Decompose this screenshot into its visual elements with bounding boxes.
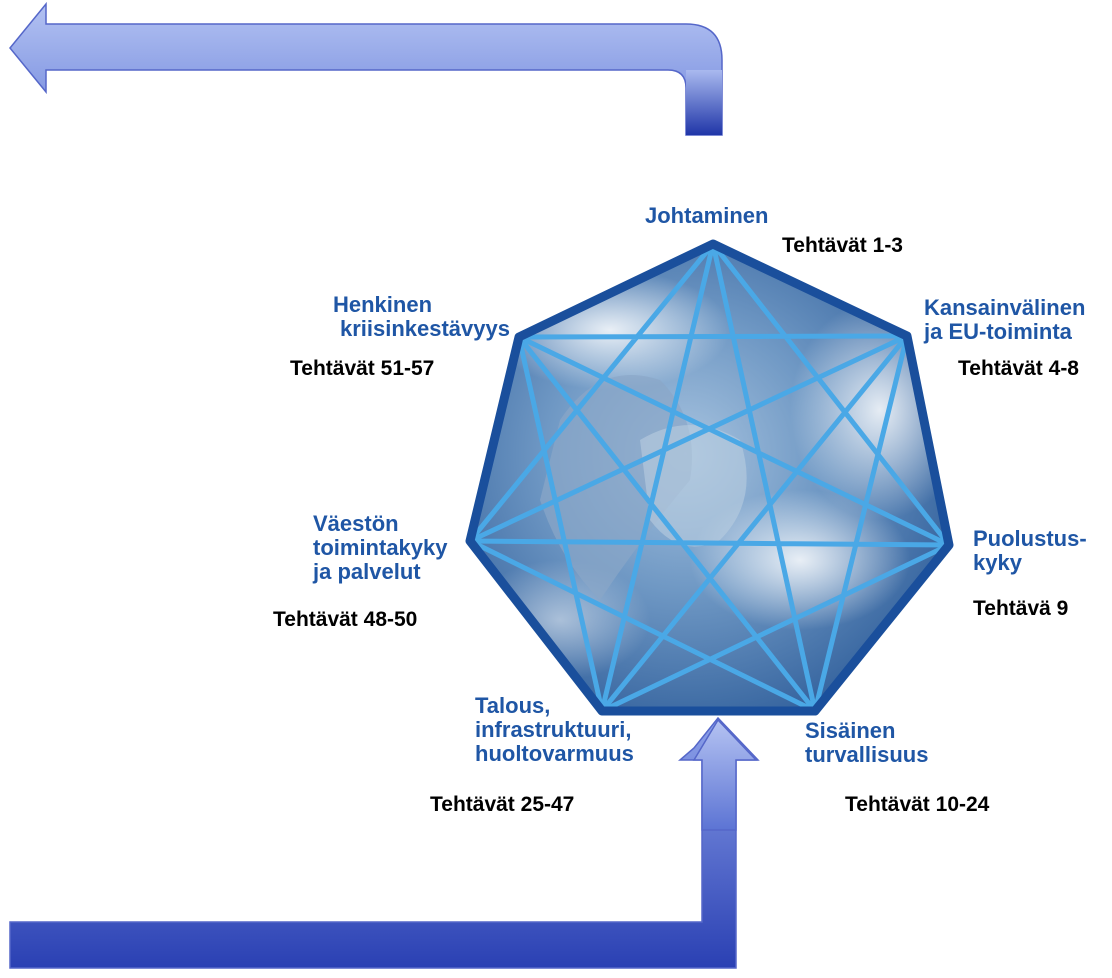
tasks-label-henkinen: Tehtävät 51-57	[290, 357, 435, 380]
security-heptagon	[465, 239, 954, 716]
domain-label-sisainen: Sisäinen turvallisuus	[805, 718, 929, 767]
domain-label-kansainvalinen: Kansainvälinen ja EU-toiminta	[924, 295, 1086, 344]
heptagon-border	[465, 239, 954, 716]
domain-label-talous: Talous, infrastruktuuri, huoltovarmuus	[475, 693, 634, 766]
tasks-label-vaeston: Tehtävät 48-50	[273, 608, 418, 631]
domain-label-johtaminen: Johtaminen	[645, 203, 769, 228]
bottom-forward-arrow	[9, 716, 760, 969]
tasks-label-kansainvalinen: Tehtävät 4-8	[958, 357, 1079, 380]
top-return-arrow	[9, 1, 723, 136]
top-arrow-stem-shade	[686, 70, 722, 135]
tasks-label-sisainen: Tehtävät 10-24	[845, 793, 990, 816]
tasks-label-talous: Tehtävät 25-47	[430, 793, 575, 816]
up-arrowhead-light	[692, 718, 758, 831]
heptagram-lines	[466, 240, 953, 715]
domain-label-puolustuskyky: Puolustus- kyky	[973, 526, 1087, 575]
domain-label-vaeston: Väestön toimintakyky ja palvelut	[313, 511, 448, 584]
tasks-label-puolustuskyky: Tehtävä 9	[973, 597, 1069, 620]
domain-label-henkinen: Henkinen kriisinkestävyys	[333, 292, 510, 341]
tasks-label-johtaminen: Tehtävät 1-3	[782, 234, 903, 257]
